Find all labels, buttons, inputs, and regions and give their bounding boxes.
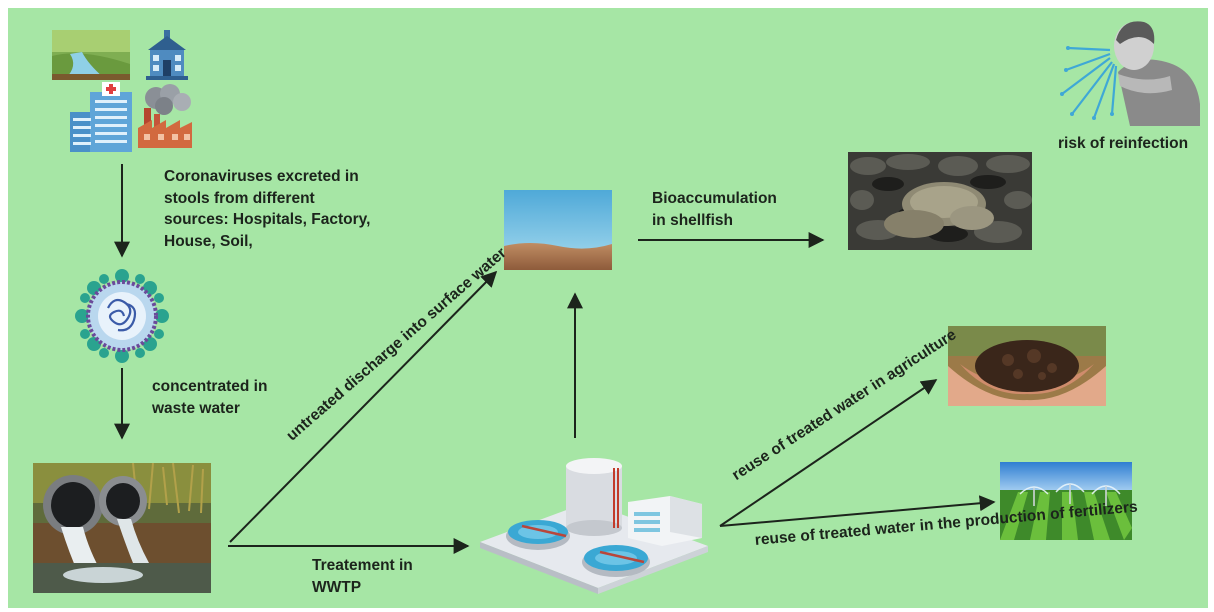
- diagram-canvas: Coronaviruses excreted in stools from di…: [8, 8, 1208, 608]
- factory-icon: [138, 84, 192, 148]
- field-irrigation-photo: [1000, 462, 1132, 540]
- arrows-layer: [114, 164, 996, 554]
- shellfish-photo: [848, 152, 1032, 250]
- coronavirus-icon: [75, 269, 169, 363]
- risk-of-reinfection-label: risk of reinfection: [1058, 135, 1189, 152]
- surface-water-icon: [504, 190, 612, 270]
- river-landscape-icon: [52, 30, 130, 80]
- arrow-pipes-to-surface-water: [229, 270, 498, 543]
- arrow-wwtp-to-soil: [719, 379, 938, 527]
- treatment-label: Treatement in WWTP: [312, 557, 413, 596]
- sources-label: Coronaviruses excreted in stools from di…: [164, 168, 371, 250]
- hospital-building-icon: [70, 82, 132, 152]
- school-building-icon: [146, 30, 188, 80]
- sewage-pipes-photo: [33, 463, 211, 593]
- wastewater-treatment-plant-icon: [480, 458, 708, 594]
- bioaccumulation-label: Bioaccumulation in shellfish: [652, 190, 777, 229]
- soil-in-hands-photo: [948, 326, 1106, 406]
- arrow-wwtp-to-irrigation: [719, 495, 996, 527]
- sneezing-person-icon: [1060, 21, 1200, 126]
- concentrated-label: concentrated in waste water: [152, 378, 268, 417]
